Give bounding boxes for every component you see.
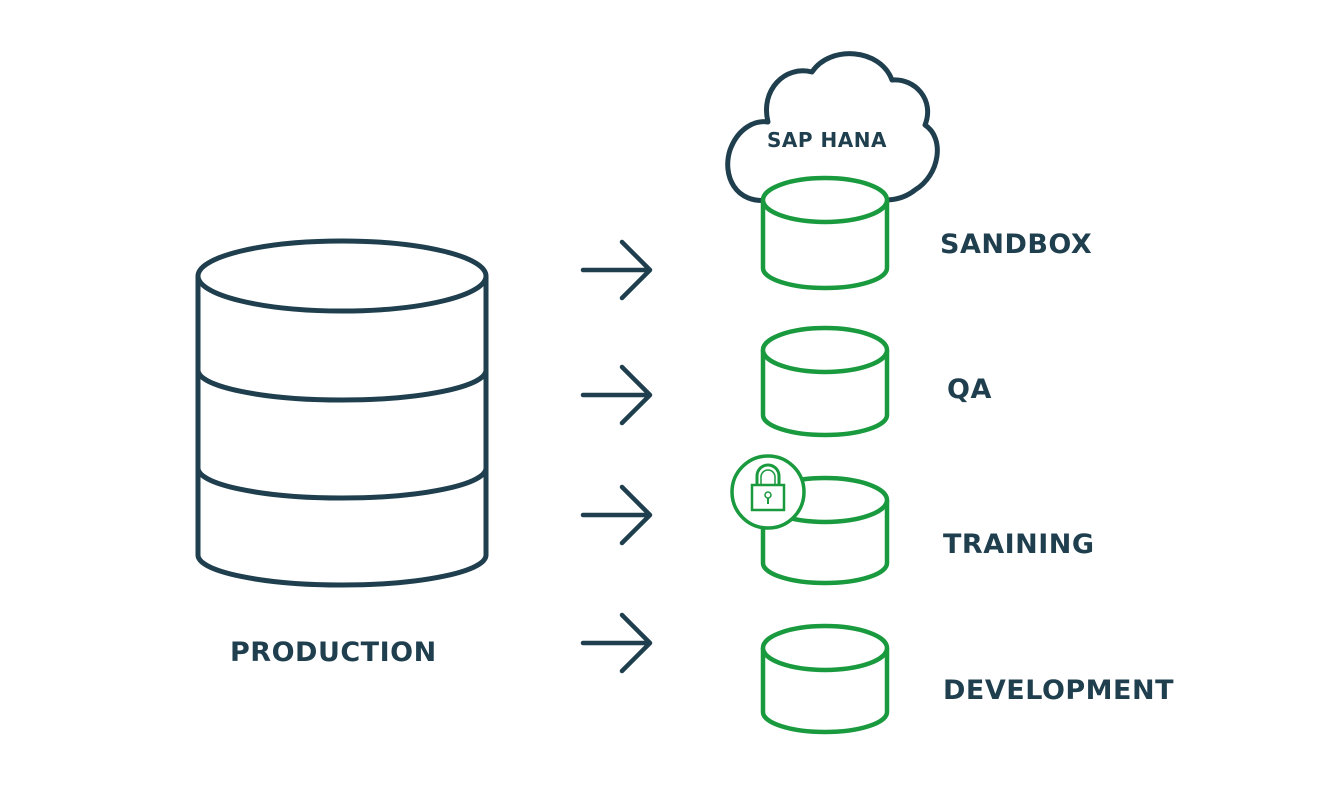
training-label: TRAINING [943,529,1095,560]
production-database-icon [195,238,489,588]
lock-icon [730,454,806,530]
cloud-label: SAP HANA [767,128,887,152]
arrow-right-icon [580,484,653,546]
cloud-icon [725,51,940,203]
arrow-right-icon [580,364,653,426]
sandbox-database-icon [760,175,890,291]
arrow-right-icon [580,612,653,674]
qa-label: QA [947,374,992,405]
development-label: DEVELOPMENT [943,675,1175,706]
sandbox-label: SANDBOX [940,229,1093,260]
arrow-right-icon [580,239,653,301]
development-database-icon [760,623,890,735]
qa-database-icon [760,325,890,438]
production-label: PRODUCTION [230,637,437,668]
